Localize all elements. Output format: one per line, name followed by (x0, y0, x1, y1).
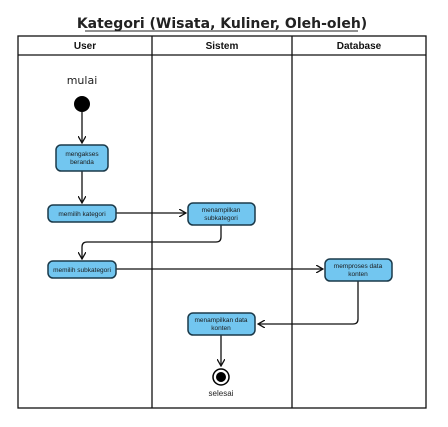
activity-label: konten (348, 271, 368, 278)
end-label: selesai (209, 389, 234, 398)
flow-a3-to-a4 (82, 225, 222, 259)
activity-label: memilih kategori (58, 211, 105, 218)
activity-menampilkan-subkategori: menampilkan subkategori (187, 202, 256, 226)
start-label: mulai (67, 74, 98, 87)
activity-menampilkan-data-konten: menampilkan data konten (187, 312, 256, 336)
flow-a5-to-a6 (258, 281, 359, 324)
activity-label: subkategori (204, 215, 238, 222)
activity-memilih-kategori: memilih kategori (47, 204, 117, 223)
activity-label: memproses data (334, 263, 383, 270)
end-node (212, 368, 230, 386)
activity-label: menampilkan (202, 207, 241, 214)
activity-label: mengakses (65, 151, 99, 158)
lane-header-user: User (74, 41, 96, 52)
start-node (74, 96, 90, 112)
activity-memproses-data-konten: memproses data konten (324, 258, 393, 282)
activity-label: menampilkan data (194, 317, 247, 324)
activity-memilih-subkategori: memilih subkategori (47, 260, 117, 279)
diagram-title: Kategori (Wisata, Kuliner, Oleh-oleh) (77, 16, 367, 32)
lane-header-sistem: Sistem (206, 41, 239, 52)
activity-label: memilih subkategori (53, 267, 111, 274)
activity-label: beranda (70, 159, 94, 166)
activity-label: konten (211, 325, 231, 332)
activity-mengakses-beranda: mengakses beranda (55, 144, 109, 172)
lane-header-database: Database (337, 41, 382, 52)
swimlane-frame (17, 35, 427, 409)
